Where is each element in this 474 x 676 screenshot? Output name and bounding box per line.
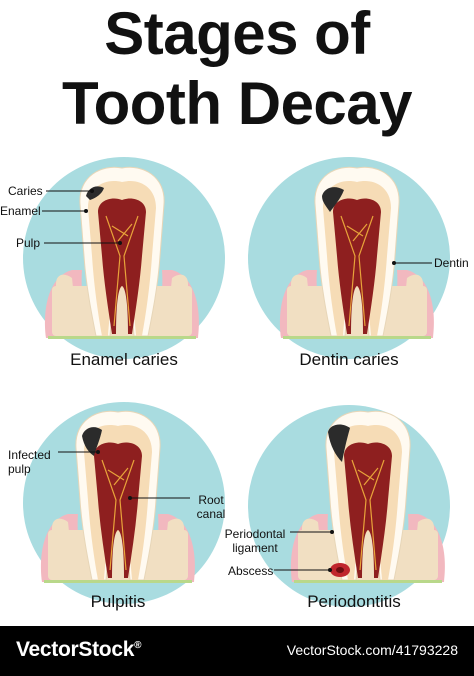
label-periodontal-ligament: Periodontal ligament [224,527,286,555]
stage-caption-dentin-caries: Dentin caries [299,350,399,369]
stage-caption-pulpitis: Pulpitis [90,592,146,611]
label-root-canal: Root canal [196,493,226,521]
stage-caption-enamel-caries: Enamel caries [70,350,178,369]
watermark-url: VectorStock.com/41793228 [286,642,458,658]
label-pulp: Pulp [16,236,41,250]
stage-caption-periodontitis: Periodontitis [307,592,401,611]
caries-spot-3 [82,427,102,456]
caries-spot-2 [322,187,344,212]
tooth-diagram [23,157,450,607]
title-line-1: Stages of [104,0,370,67]
title-line-2: Tooth Decay [61,70,413,137]
label-caries: Caries [8,184,43,198]
watermark-bar: VectorStock® VectorStock.com/41793228 [0,626,474,676]
label-infected-pulp: Infected pulp [8,448,51,476]
label-enamel: Enamel [0,204,41,218]
label-abscess: Abscess [228,564,274,578]
caries-spot-4 [328,424,350,462]
watermark-brand: VectorStock® [16,638,142,661]
label-dentin: Dentin [434,256,469,270]
